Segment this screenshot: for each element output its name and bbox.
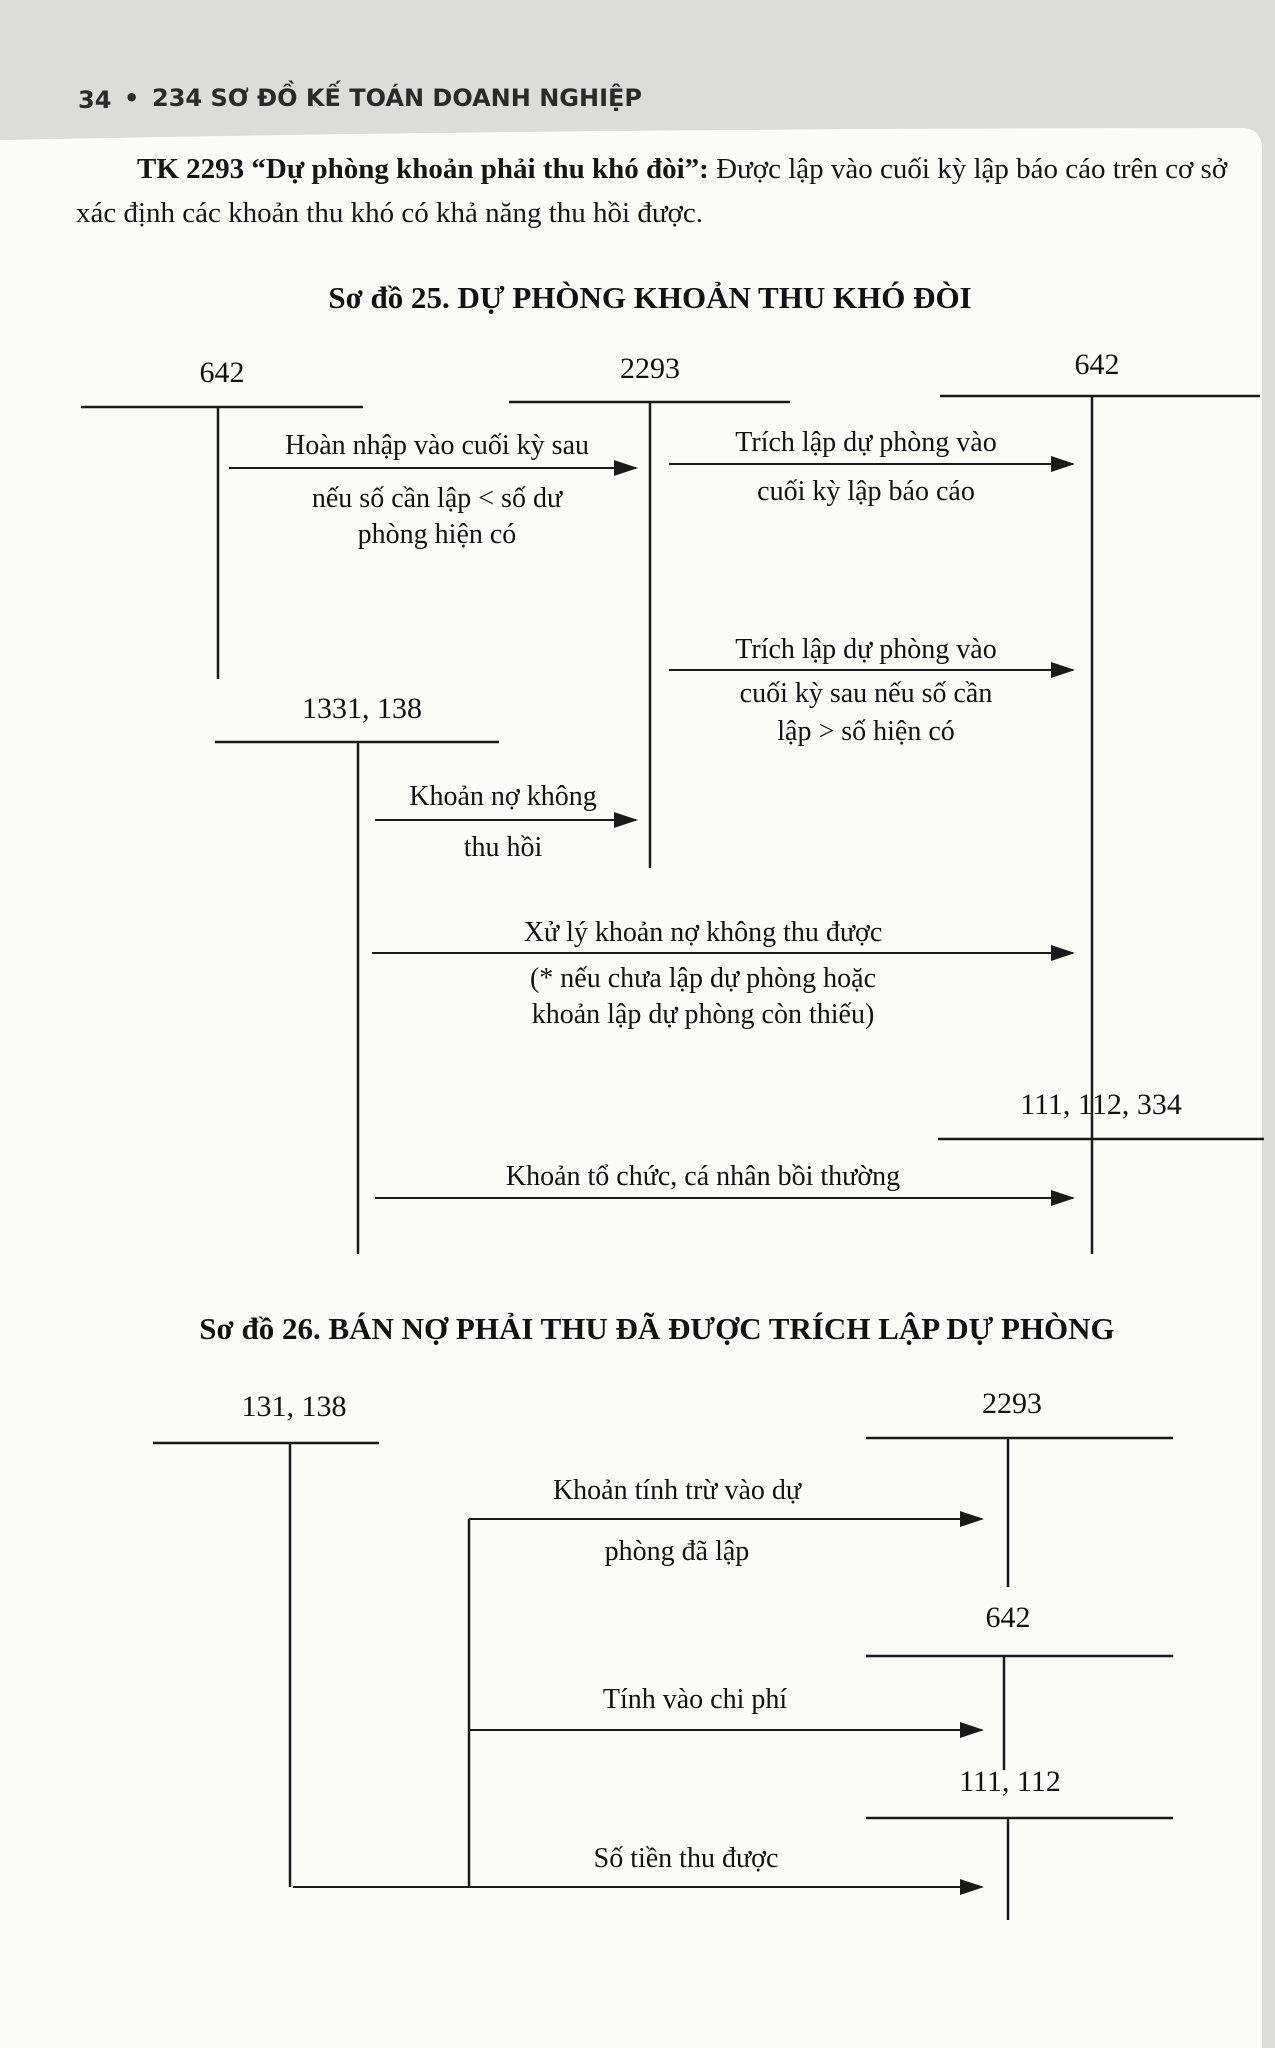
flow-text: cuối kỳ sau nếu số cần [740,678,993,709]
running-header: 34 • 234 SƠ ĐỒ KẾ TOÁN DOANH NGHIỆP [78,79,642,114]
flow-text: nếu số cần lập < số dư [312,483,563,514]
paper-sheet [0,128,1262,2048]
account-label: 642 [986,1601,1031,1634]
flow-offset-provision: Khoản tính trừ vào dự phòng đã lập [469,1475,984,1567]
flow-text: Khoản tổ chức, cá nhân bồi thường [506,1161,900,1192]
flow-reversal: Hoàn nhập vào cuối kỳ sau nếu số cần lập… [229,430,638,550]
flow-cash-received: Số tiền thu được [293,1843,984,1895]
t-account-111-112: 111, 112 [866,1765,1173,1920]
account-label: 2293 [620,352,680,385]
flow-text: cuối kỳ lập báo cáo [757,476,975,507]
account-label: 2293 [982,1387,1042,1420]
account-label: 1331, 138 [302,692,422,725]
flow-text: Khoản tính trừ vào dự [553,1475,802,1506]
flow-text: phòng đã lập [605,1536,750,1567]
flow-text: Hoàn nhập vào cuối kỳ sau [285,430,589,461]
flow-text: Trích lập dự phòng vào [735,634,996,665]
flow-text: lập > số hiện có [777,716,955,747]
flow-writeoff: Xử lý khoản nợ không thu được (* nếu chư… [372,917,1075,1030]
account-label: 111, 112 [959,1765,1061,1798]
flow-text: khoản lập dự phòng còn thiếu) [532,999,875,1030]
account-label: 131, 138 [242,1390,347,1423]
intro-line-2: xác định các khoản thu khó có khả năng t… [76,197,703,229]
intro-line-1-rest: Được lập vào cuối kỳ lập báo cáo trên cơ… [709,153,1228,185]
account-label: 642 [1075,348,1120,381]
header-bullet: • [124,84,139,112]
account-label: 642 [200,356,245,389]
book-title: 234 SƠ ĐỒ KẾ TOÁN DOANH NGHIỆP [152,79,642,112]
intro-line-1: TK 2293 “Dự phòng khoản phải thu khó đòi… [137,153,1228,185]
flow-text: Khoản nợ không [409,781,596,812]
flow-text: phòng hiện có [358,519,517,550]
diagram-25: Sơ đồ 25. DỰ PHÒNG KHOẢN THU KHÓ ĐÒI 642… [81,280,1264,1254]
page-number: 34 [78,86,111,114]
diagram-26-title: Sơ đồ 26. BÁN NỢ PHẢI THU ĐÃ ĐƯỢC TRÍCH … [199,1311,1114,1346]
t-account-131-138: 131, 138 [153,1390,379,1887]
flow-uncollectible: Khoản nợ không thu hồi [375,781,638,863]
intro-term: TK 2293 “Dự phòng khoản phải thu khó đòi… [137,153,709,185]
account-label: 111, 112, 334 [1020,1088,1182,1121]
t-account-2293: 2293 [866,1387,1173,1587]
flow-text: thu hồi [464,832,543,863]
flow-text: Trích lập dự phòng vào [735,427,996,458]
t-account-1331-138: 1331, 138 [215,692,499,1254]
t-account-642-right: 642 [940,348,1260,1254]
t-account-2293: 2293 [509,352,790,868]
flow-text: (* nếu chưa lập dự phòng hoặc [530,963,876,994]
t-account-642-left: 642 [81,356,363,679]
flow-expense: Tính vào chi phí [469,1684,984,1738]
flow-text: Xử lý khoản nợ không thu được [524,917,883,948]
intro-paragraph: TK 2293 “Dự phòng khoản phải thu khó đòi… [76,153,1228,229]
flow-text: Tính vào chi phí [603,1684,788,1715]
diagram-26: Sơ đồ 26. BÁN NỢ PHẢI THU ĐÃ ĐƯỢC TRÍCH … [153,1311,1173,1920]
t-account-111-112-334: 111, 112, 334 [938,1088,1264,1141]
flow-provision-next-period: Trích lập dự phòng vào cuối kỳ sau nếu s… [669,634,1075,747]
flow-compensation: Khoản tổ chức, cá nhân bồi thường [375,1161,1075,1206]
t-account-642: 642 [866,1601,1173,1770]
flow-provision-period-end: Trích lập dự phòng vào cuối kỳ lập báo c… [669,427,1075,507]
diagram-25-title: Sơ đồ 25. DỰ PHÒNG KHOẢN THU KHÓ ĐÒI [328,280,971,315]
flow-text: Số tiền thu được [594,1843,779,1874]
